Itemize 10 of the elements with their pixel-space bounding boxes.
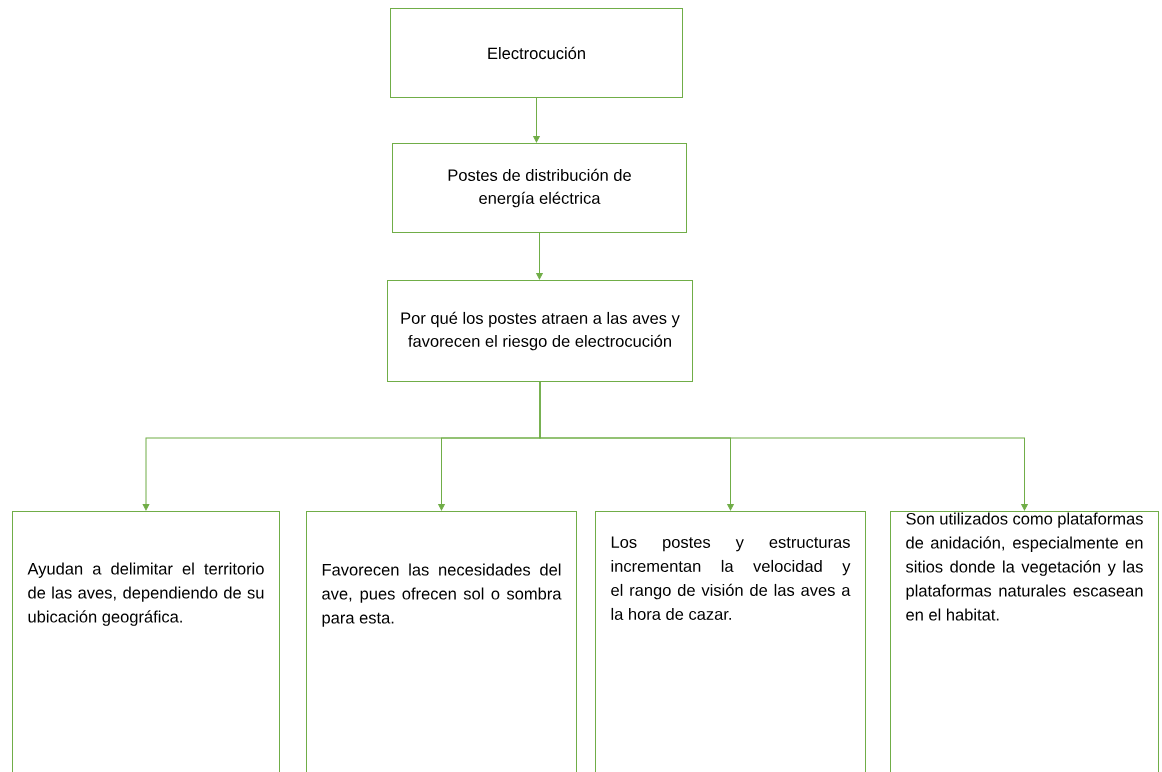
arrow bbox=[539, 381, 1028, 511]
concept-box: Por qué los postes atraen a las aves y favorecen el riesgo de electrocución bbox=[387, 280, 693, 382]
reason-box: Son utilizados como plataformas de anidación, especialmente en sitios donde la vegetación y las plataformas naturales escasean en el habitat. bbox=[890, 511, 1159, 772]
concept-box: Postes de distribución de energía eléctrica bbox=[392, 143, 687, 233]
arrow bbox=[536, 232, 543, 280]
reason-box: Ayudan a delimitar el territorio de las aves, dependiendo de su ubicación geográfica. bbox=[12, 511, 280, 772]
arrow bbox=[533, 97, 540, 143]
reason-box: Los postes y estructuras incrementan la velocidad y el rango de visión de las aves a la hora de cazar. bbox=[595, 511, 866, 772]
concept-box: Electrocución bbox=[390, 8, 683, 98]
reason-box: Favorecen las necesidades del ave, pues ofrecen sol o sombra para esta. bbox=[306, 511, 577, 772]
